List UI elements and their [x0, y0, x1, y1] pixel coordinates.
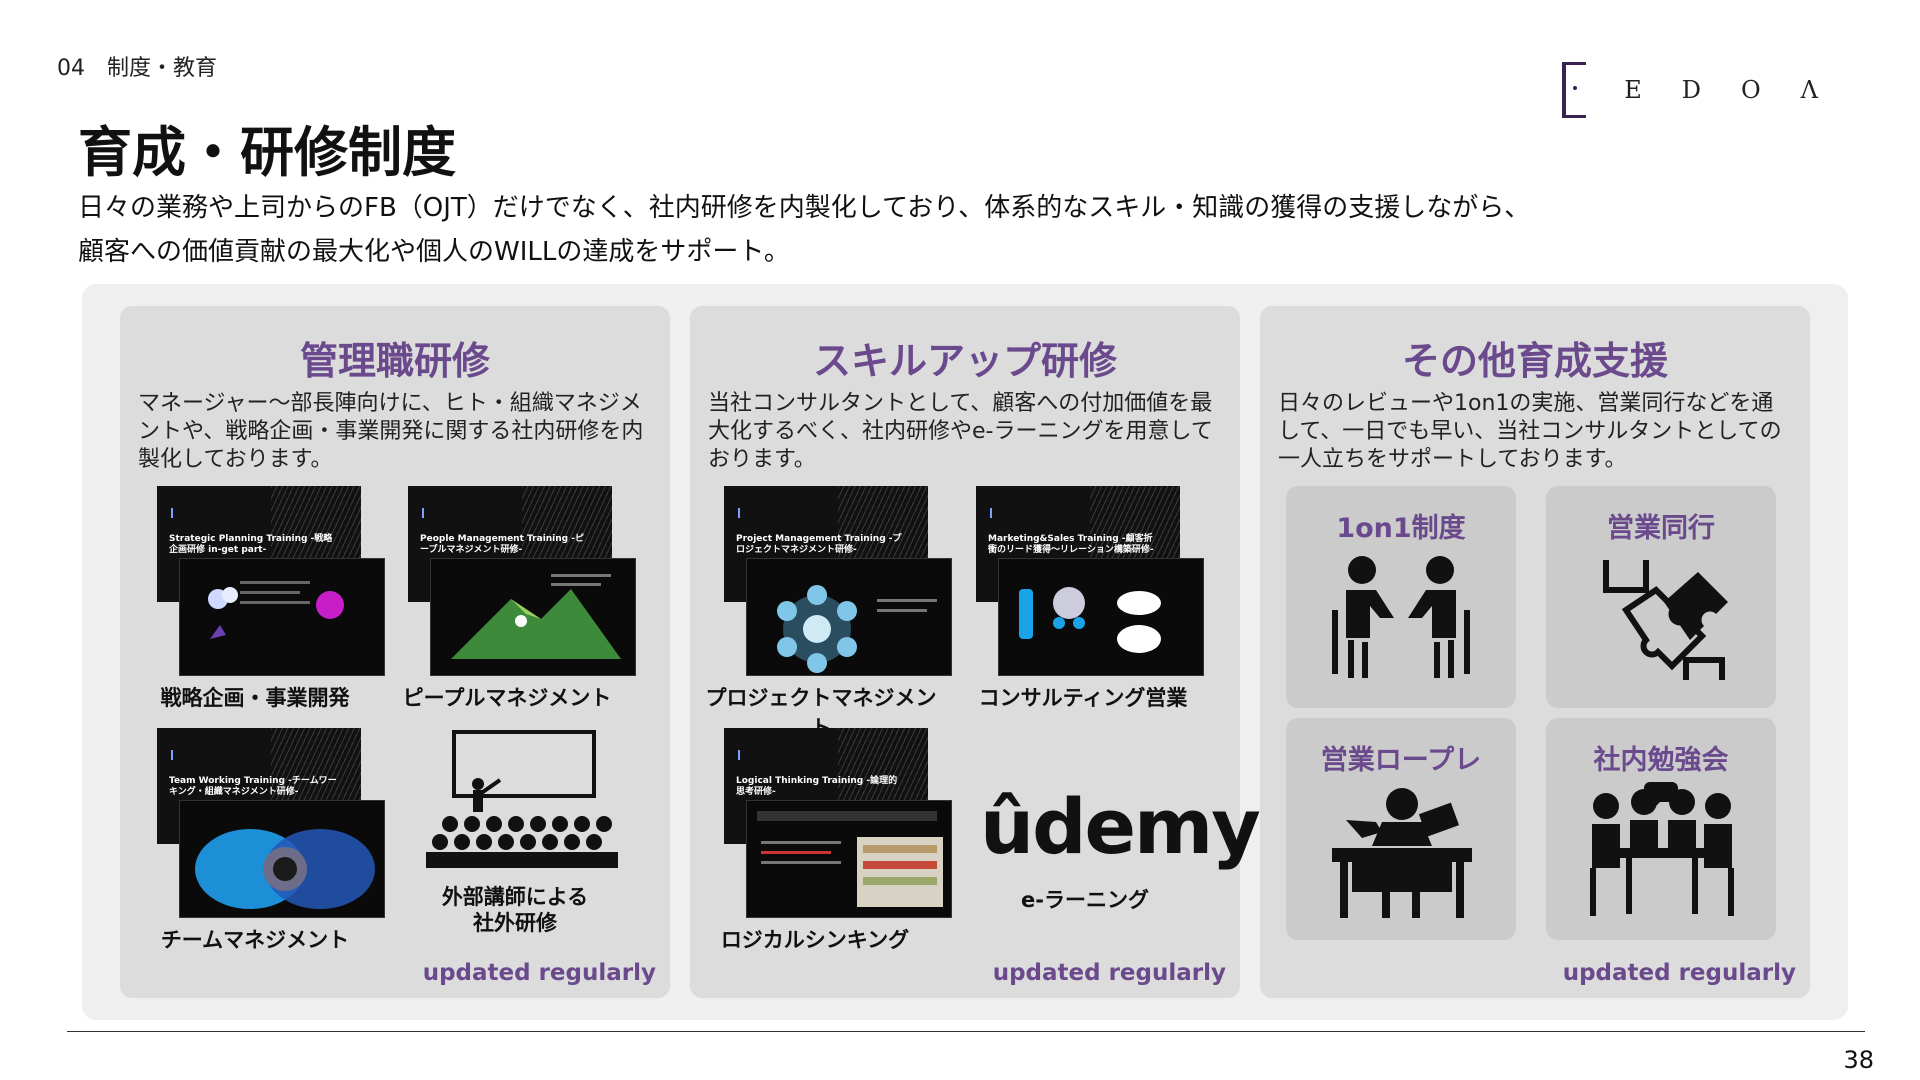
slide-thumbnail: Strategic Planning Training -戦略企画研修 in-g…	[157, 486, 387, 676]
item-caption: ピープルマネジメント	[402, 686, 612, 710]
slide-title: Team Working Training -チームワーキング・組織マネジメント…	[169, 776, 337, 797]
slide-title: Logical Thinking Training -論理的思考研修-	[736, 776, 898, 797]
subtitle-line: 日々の業務や上司からのFB（OJT）だけでなく、社内研修を内製化しており、体系的…	[78, 193, 1531, 223]
skillup-training-panel: スキルアップ研修 当社コンサルタントとして、顧客への付加価値を最大化するべく、社…	[690, 306, 1261, 998]
slide-thumbnail: Project Management Training -プロジェクトマネジメン…	[724, 486, 954, 676]
item-caption: コンサルティング営業	[978, 686, 1188, 710]
item-caption: 外部講師による 社外研修	[441, 885, 589, 935]
footer-divider	[67, 1031, 1865, 1032]
section-label: 04 制度・教育	[57, 56, 217, 81]
slide-title: Strategic Planning Training -戦略企画研修 in-g…	[169, 534, 333, 555]
slide-thumbnail: Marketing&Sales Training -顧客折衝のリード獲得～リレー…	[976, 486, 1206, 676]
support-card-study-session: 社内勉強会	[1546, 718, 1776, 940]
logo-letter: O	[1740, 76, 1763, 104]
panel-description: 当社コンサルタントとして、顧客への付加価値を最大化するべく、社内研修やe-ラーニ…	[708, 391, 1213, 472]
item-caption: チームマネジメント	[160, 928, 350, 952]
support-card-sales-accompany: 営業同行	[1546, 486, 1776, 708]
lecture-audience-icon	[426, 730, 618, 868]
slide-thumbnail: Logical Thinking Training -論理的思考研修-	[724, 728, 954, 918]
page-title: 育成・研修制度	[78, 121, 456, 184]
udemy-logo: ûdemy	[980, 782, 1261, 871]
support-card-title: 営業ロープレ	[1320, 745, 1482, 776]
support-card-roleplay: 営業ロープレ	[1286, 718, 1516, 940]
other-support-panel: その他育成支援 日々のレビューや1on1の実施、営業同行などを通して、一日でも早…	[1260, 306, 1810, 998]
slide-title: Project Management Training -プロジェクトマネジメン…	[736, 534, 902, 555]
page-subtitle: 日々の業務や上司からのFB（OJT）だけでなく、社内研修を内製化しており、体系的…	[78, 186, 1778, 274]
group-meeting-icon	[1590, 782, 1734, 916]
support-card-title: 営業同行	[1607, 513, 1715, 544]
item-caption: e-ラーニング	[1021, 888, 1149, 912]
slide-thumbnail: Team Working Training -チームワーキング・組織マネジメント…	[157, 728, 387, 918]
puzzle-handshake-icon	[1603, 560, 1728, 680]
slide-title: Marketing&Sales Training -顧客折衝のリード獲得～リレー…	[988, 534, 1154, 555]
updated-note: updated regularly	[422, 960, 656, 986]
panel-title: スキルアップ研修	[812, 339, 1117, 383]
management-training-panel: 管理職研修 マネージャー〜部長陣向けに、ヒト・組織マネジメントや、戦略企画・事業…	[120, 306, 670, 998]
page-number: 38	[1843, 1046, 1874, 1074]
slide-title: People Management Training -ピープルマネジメント研修…	[420, 534, 584, 555]
item-caption: 戦略企画・事業開発	[160, 686, 350, 710]
panel-description: マネージャー〜部長陣向けに、ヒト・組織マネジメントや、戦略企画・事業開発に関する…	[138, 391, 644, 472]
desk-presenter-icon	[1332, 788, 1472, 918]
logo-letter: E	[1624, 76, 1644, 104]
panel-title: その他育成支援	[1401, 339, 1668, 383]
panel-title: 管理職研修	[299, 339, 490, 383]
slide-thumbnail: People Management Training -ピープルマネジメント研修…	[408, 486, 638, 676]
two-people-talking-icon	[1332, 556, 1470, 678]
logo-letter: Λ	[1800, 76, 1820, 104]
updated-note: updated regularly	[1562, 960, 1796, 986]
logo-bracket-mark	[1562, 62, 1587, 118]
item-caption: ロジカルシンキング	[720, 928, 910, 952]
logo-letter: D	[1681, 76, 1703, 104]
company-logo: E D O Λ	[1562, 62, 1820, 118]
support-card-title: 1on1制度	[1336, 513, 1466, 544]
panel-description: 日々のレビューや1on1の実施、営業同行などを通して、一日でも早い、当社コンサル…	[1278, 391, 1782, 472]
subtitle-line: 顧客への価値貢献の最大化や個人のWILLの達成をサポート。	[78, 237, 790, 267]
support-card-title: 社内勉強会	[1593, 745, 1729, 776]
updated-note: updated regularly	[992, 960, 1226, 986]
support-card-1on1: 1on1制度	[1286, 486, 1516, 708]
